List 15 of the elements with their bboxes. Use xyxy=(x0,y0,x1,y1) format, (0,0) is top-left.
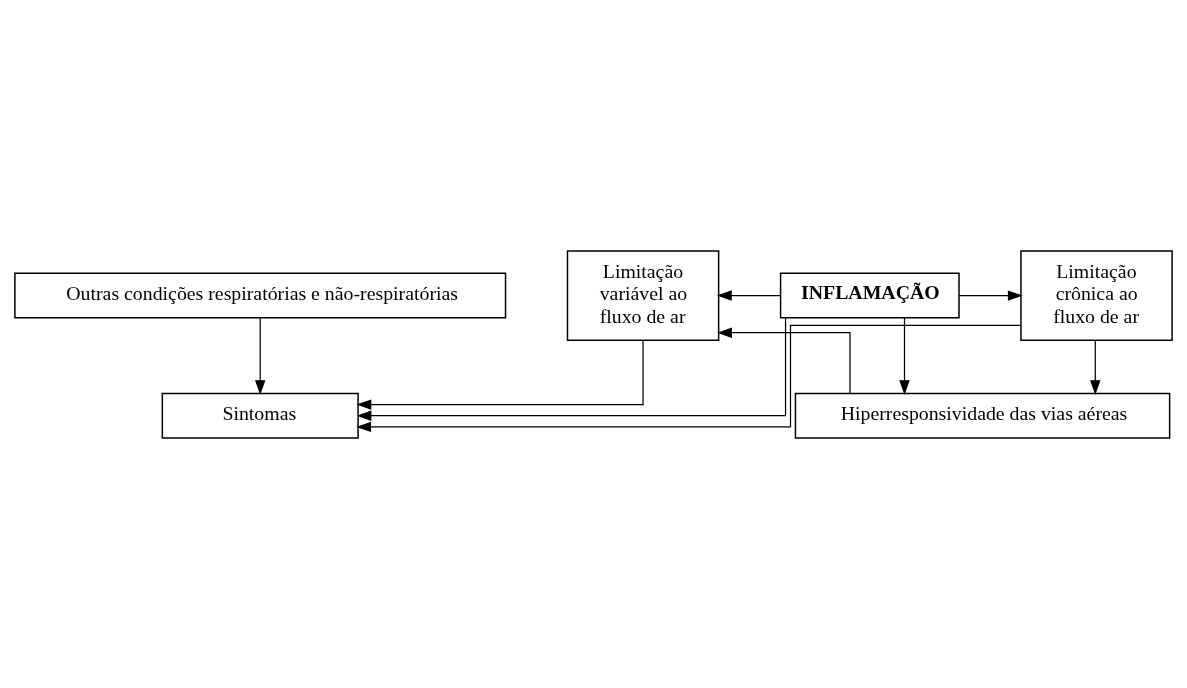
node-box: Sintomas xyxy=(161,392,359,439)
arrow xyxy=(717,327,851,394)
arrow xyxy=(356,317,787,421)
node-box: Outras condições respiratórias e não-respiratórias xyxy=(14,272,507,319)
arrow xyxy=(356,324,1022,432)
arrow xyxy=(899,317,910,395)
arrow xyxy=(958,289,1023,301)
node-box: Limitação variável ao fluxo de ar xyxy=(566,249,720,341)
node-box: INFLAMAÇÃO xyxy=(779,272,960,319)
arrow xyxy=(255,317,266,395)
arrow xyxy=(356,339,644,410)
node-box: Hiperresponsividade das vias aéreas xyxy=(794,392,1171,439)
node-box: Limitação crônica ao fluxo de ar xyxy=(1020,249,1173,341)
arrow xyxy=(1090,339,1101,395)
arrow xyxy=(716,289,782,301)
